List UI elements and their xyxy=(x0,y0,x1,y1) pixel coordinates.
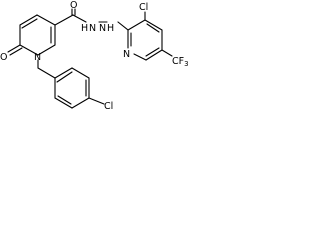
atom-o-carbonyl: O xyxy=(70,0,77,11)
pyridine-ring xyxy=(127,11,173,61)
hydrazide-to-pyridine-bond xyxy=(117,21,129,31)
atom-cl-phenyl: Cl xyxy=(104,101,113,112)
chlorophenyl-ring xyxy=(54,67,105,109)
molecule-structure: O H N N H Cl N CF3 O N Cl xyxy=(0,0,189,112)
atom-h-nh1: H xyxy=(81,23,88,34)
atom-cf-text: CF xyxy=(172,56,184,67)
atom-cf-subscript: 3 xyxy=(184,60,188,68)
pyridone-ring xyxy=(7,14,56,56)
atom-o-pyridone: O xyxy=(0,52,7,63)
atom-h-nh2: H xyxy=(107,23,114,34)
atom-n-pyridone: N xyxy=(34,52,41,63)
atom-cf: CF3 xyxy=(172,56,189,68)
atom-n-pyridine: N xyxy=(123,49,130,60)
amide-carbonyl xyxy=(54,8,87,26)
cf3-group: CF3 xyxy=(172,56,189,68)
atom-cl-pyridine: Cl xyxy=(139,2,148,13)
atom-n-hydrazide-2: N xyxy=(99,23,106,34)
benzyl-linker xyxy=(37,59,56,79)
atom-n-hydrazide-1: N xyxy=(89,23,96,34)
